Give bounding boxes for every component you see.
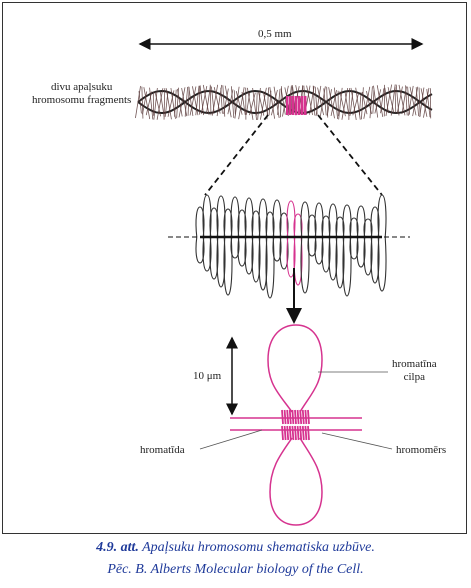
scale-label-mid: 10 μm [193,370,222,382]
loop-label-line1: hromatīna [392,358,437,370]
fragments-label-line2: hromosomu fragments [32,94,132,106]
enlarged-segment [195,194,387,299]
chromomere [281,409,310,441]
zoom-line-left [204,114,269,196]
figure-number: 4.9. att. [96,540,139,555]
loop-label: hromatīna cilpa [392,358,437,384]
chromatid-label: hromatīda [140,444,185,456]
scale-label-top: 0,5 mm [258,28,292,40]
chromatin-loop-pair [230,324,362,526]
zoom-line-right [317,114,383,196]
leader-chromatid [199,429,263,450]
figure-source: Pēc. B. Alberts Molecular biology of the… [107,562,364,577]
leader-chromomere [321,432,393,450]
fragments-label-line1: divu apaļsuku [50,81,113,93]
loop-label-line2: cilpa [403,371,425,383]
chromomere-label: hromomērs [396,444,447,456]
figure-title: Apaļsuku hromosomu shematiska uzbūve. [138,540,375,555]
lampbrush-chromosome [135,84,433,121]
figure-caption: 4.9. att. Apaļsuku hromosomu shematiska … [0,540,471,556]
fragments-label: divu apaļsuku hromosomu fragments [32,81,131,107]
